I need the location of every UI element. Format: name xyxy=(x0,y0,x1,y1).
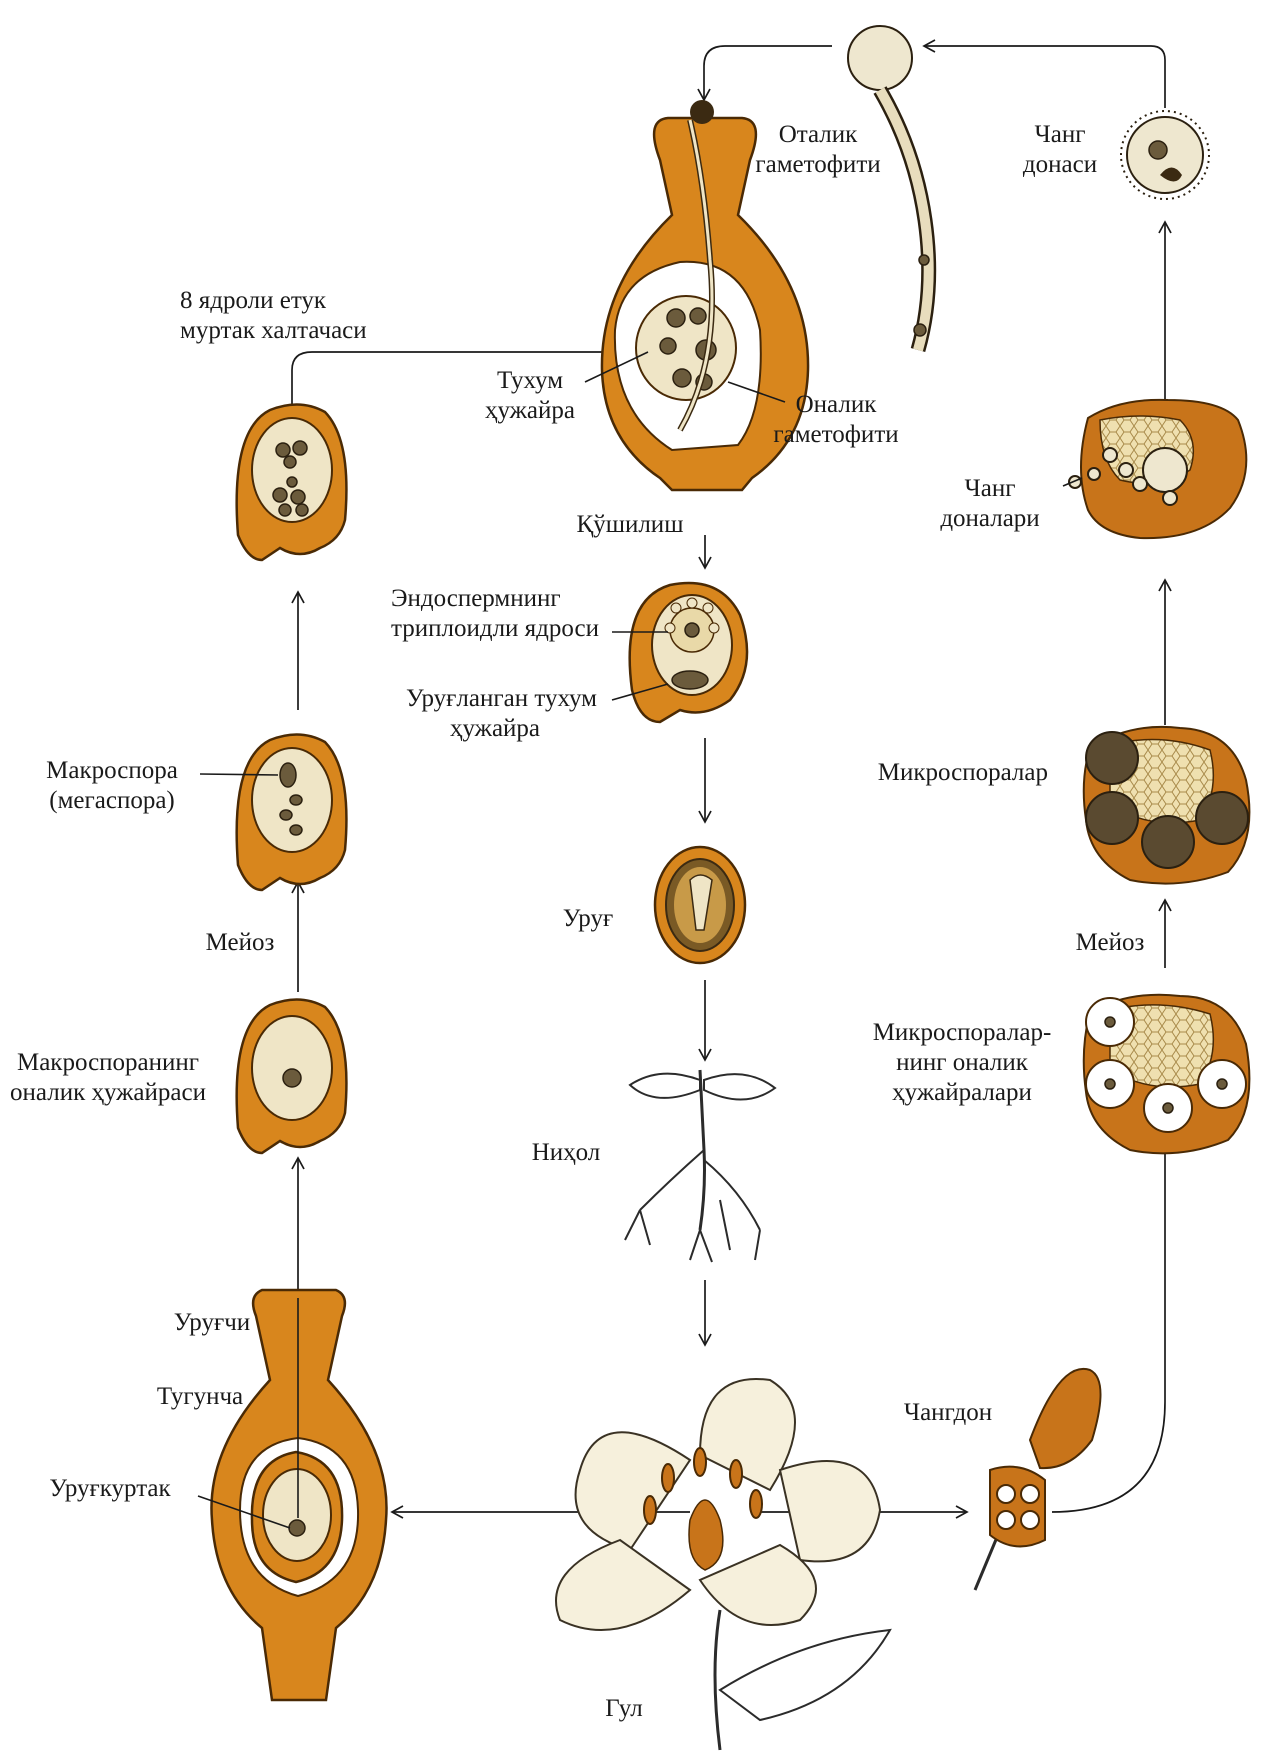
label-embryo-sac-2: муртак халтачаси xyxy=(180,317,367,344)
label-female-gametophyte-2: гаметофити xyxy=(773,421,898,448)
label-endosperm-nucleus-2: триплоидли ядроси xyxy=(391,615,599,642)
label-pollen-grain-2: донаси xyxy=(1023,151,1097,178)
label-pollen-grains-2: доналари xyxy=(940,505,1039,532)
label-male-gametophyte-1: Оталик xyxy=(779,121,858,148)
anther-pollen-grains-illustration xyxy=(1069,400,1246,538)
label-male-gametophyte-2: гаметофити xyxy=(755,151,880,178)
label-macrospore-1: Макроспора xyxy=(46,757,178,784)
label-female-gametophyte-1: Оналик xyxy=(796,391,878,418)
label-microspore-mother-cells-3: ҳужайралари xyxy=(892,1079,1032,1106)
microspore-mother-cells-illustration xyxy=(1084,995,1250,1154)
stamen-anther-illustration xyxy=(975,1369,1101,1590)
label-meiosis-left: Мейоз xyxy=(206,929,275,956)
label-egg-cell-2: ҳужайра xyxy=(485,397,575,424)
label-macrospore-mother-cell-1: Макроспоранинг xyxy=(17,1049,199,1076)
pollen-tube-illustration xyxy=(848,26,929,350)
label-fertilized-egg-1: Уруғланган тухум xyxy=(406,685,597,712)
mature-embryo-sac-illustration xyxy=(237,404,347,560)
pistil-ovary-illustration xyxy=(211,1290,386,1700)
label-flower: Гул xyxy=(605,1695,642,1722)
label-embryo-sac-1: 8 ядроли етук xyxy=(180,287,327,314)
label-ovary: Тугунча xyxy=(157,1383,243,1410)
macrospore-ovule-illustration xyxy=(237,734,347,890)
label-anther: Чангдон xyxy=(904,1399,992,1426)
label-pollen-grain-1: Чанг xyxy=(1035,121,1086,148)
label-endosperm-nucleus-1: Эндоспермнинг xyxy=(391,585,561,612)
macrospore-mother-cell-illustration xyxy=(237,999,347,1153)
fertilized-ovule-illustration xyxy=(630,583,747,722)
label-fertilized-egg-2: ҳужайра xyxy=(450,715,540,742)
label-microspore-mother-cells-2: нинг оналик xyxy=(896,1049,1029,1076)
label-egg-cell-1: Тухум xyxy=(497,367,563,394)
label-seedling: Ниҳол xyxy=(532,1139,601,1166)
label-seed: Уруғ xyxy=(563,905,613,932)
label-microspore-mother-cells-1: Микроспоралар- xyxy=(873,1019,1052,1046)
label-macrospore-2: (мегаспора) xyxy=(49,787,175,814)
pollen-grain-illustration xyxy=(1121,111,1209,199)
label-fusion: Қўшилиш xyxy=(577,511,684,538)
microspores-illustration xyxy=(1084,727,1250,884)
label-microspores: Микроспоралар xyxy=(878,759,1048,786)
label-style: Уруғчи xyxy=(174,1309,250,1336)
label-ovule: Уруғкуртак xyxy=(49,1475,171,1502)
seedling-illustration xyxy=(625,1070,775,1262)
label-macrospore-mother-cell-2: оналик ҳужайраси xyxy=(10,1079,206,1106)
label-pollen-grains-1: Чанг xyxy=(965,475,1016,502)
seed-illustration xyxy=(655,847,745,963)
label-meiosis-right: Мейоз xyxy=(1076,929,1145,956)
